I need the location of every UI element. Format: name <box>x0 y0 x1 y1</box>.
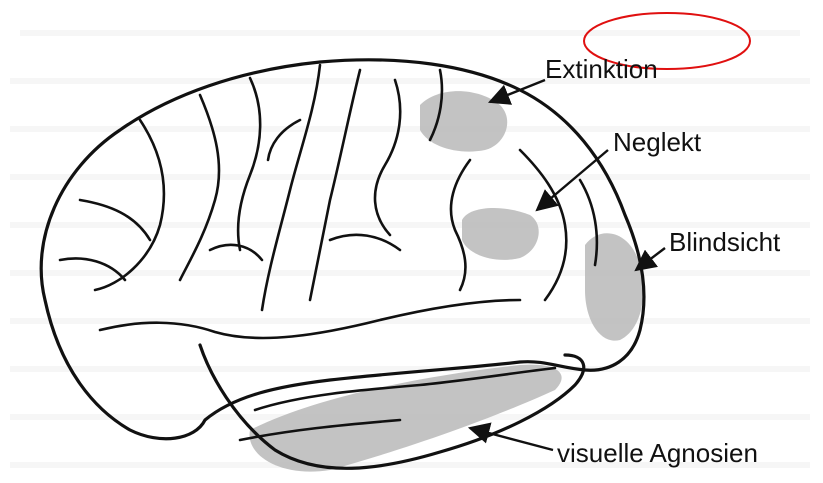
neglekt-area <box>462 208 539 260</box>
label-blindsicht: Blindsicht <box>669 229 780 255</box>
label-neglekt: Neglekt <box>613 129 701 155</box>
blindsicht-area <box>585 233 643 340</box>
label-extinktion: Extinktion <box>545 56 658 82</box>
label-visuelle-agnosien: visuelle Agnosien <box>557 440 758 466</box>
